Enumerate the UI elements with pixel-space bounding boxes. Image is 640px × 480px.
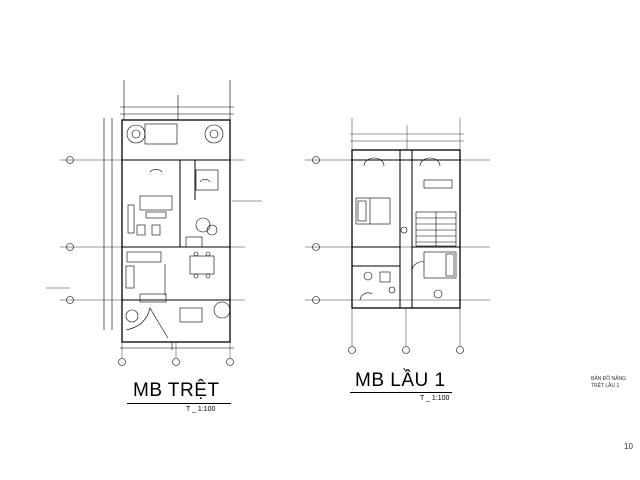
first-floor-plan xyxy=(305,118,490,354)
first-floor-title: MB LẦU 1 xyxy=(355,370,446,391)
ground-floor-scale: T _ 1:100 xyxy=(186,406,216,413)
ground-floor-title: MB TRỆT xyxy=(133,380,220,401)
side-note-line-2: TRỆT LẦU 1 xyxy=(591,383,620,389)
first-floor-scale: T _ 1:100 xyxy=(420,395,450,402)
ground-floor-title-underline xyxy=(127,403,231,404)
first-floor-title-underline xyxy=(350,392,452,393)
side-note-line-1: BẢN ĐỒ NĂNG xyxy=(591,376,627,382)
ground-floor-plan xyxy=(46,80,262,366)
page-number: 10 xyxy=(624,442,633,451)
